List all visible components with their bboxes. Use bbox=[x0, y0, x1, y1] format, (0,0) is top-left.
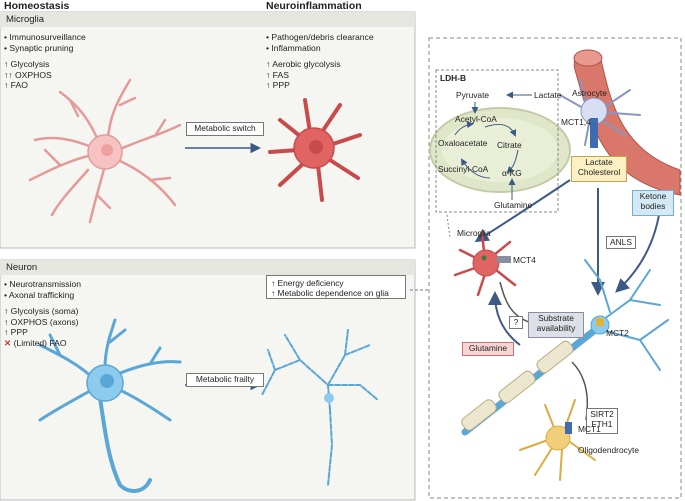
neuron-inflammation-box: ↑ Energy deficiency ↑ Metabolic dependen… bbox=[266, 275, 406, 299]
mct4-label: MCT4 bbox=[513, 255, 536, 265]
microglia-title: Microglia bbox=[0, 12, 415, 27]
frail-neuron-soma bbox=[324, 393, 334, 403]
akg-label: α-KG bbox=[502, 168, 522, 178]
vessel-opening bbox=[573, 49, 603, 67]
acetyl-coa-label: Acetyl-CoA bbox=[455, 114, 497, 124]
sirt2-fth1-box: SIRT2 FTH1 bbox=[586, 408, 618, 434]
pyruvate-label: Pyruvate bbox=[456, 90, 490, 100]
lactate-inset-label: Lactate bbox=[534, 90, 562, 100]
oligodendrocyte-soma bbox=[545, 425, 571, 451]
healthy-neuron-cell bbox=[38, 318, 182, 493]
question-box: ? bbox=[509, 316, 523, 329]
list-item: ↑ Metabolic dependence on glia bbox=[271, 288, 389, 298]
substrate-availability-box: Substrate availability bbox=[528, 312, 584, 338]
neuron-homeostasis-list: • Neurotransmission • Axonal trafficking… bbox=[4, 279, 81, 349]
resting-microglia-nucleus bbox=[101, 144, 113, 156]
active-microglia-cell bbox=[268, 98, 362, 202]
mechanism-panel-border bbox=[428, 37, 682, 499]
metabolic-switch-label: Metabolic switch bbox=[186, 122, 264, 136]
ldhb-inset-border bbox=[435, 69, 559, 213]
resting-microglia-cell bbox=[28, 78, 182, 224]
sirt2-text: SIRT2 bbox=[590, 409, 614, 419]
mct1-label: MCT1 bbox=[578, 424, 601, 434]
list-item: ↑ OXPHOS (axons) bbox=[4, 316, 79, 327]
fth1-text: FTH1 bbox=[591, 419, 613, 429]
availability-text: availability bbox=[536, 323, 576, 333]
list-item: ↑ PPP bbox=[266, 80, 290, 91]
healthy-neuron-nucleus bbox=[100, 374, 114, 388]
ldhb-label: LDH-B bbox=[440, 73, 467, 83]
glutamine-inset-label: Glutamine bbox=[494, 200, 533, 210]
anls-box: ANLS bbox=[606, 236, 636, 249]
mitochondrion bbox=[429, 107, 571, 193]
microglia-label: Microglia bbox=[457, 228, 491, 238]
neuroinflammation-header: Neuroinflammation bbox=[266, 0, 362, 12]
oligodendrocyte-label: Oligodendrocyte bbox=[578, 445, 639, 455]
myelin-sheaths bbox=[461, 340, 574, 431]
tca-arrows bbox=[454, 91, 532, 200]
succinyl-coa-label: Succinyl-CoA bbox=[438, 164, 489, 174]
citrate-label: Citrate bbox=[497, 140, 522, 150]
list-item: ↑ PPP bbox=[4, 327, 28, 338]
list-item: • Pathogen/debris clearance bbox=[266, 32, 374, 42]
list-item: ↑ Glycolysis (soma) bbox=[4, 306, 79, 317]
list-item: ↑ FAS bbox=[266, 69, 289, 80]
metabolic-frailty-label: Metabolic frailty bbox=[186, 373, 264, 387]
microglia-homeostasis-list: • Immunosurveillance • Synaptic pruning … bbox=[4, 32, 86, 91]
list-item: ↑↑ OXPHOS bbox=[4, 69, 52, 80]
list-item: ↑ Glycolysis bbox=[4, 59, 50, 70]
limited-fao-item: ✕ (Limited) FAO bbox=[4, 338, 81, 349]
mct4-channel bbox=[497, 256, 511, 263]
astrocyte-label: Astrocyte bbox=[572, 88, 607, 98]
astrocyte-mct-channel bbox=[590, 118, 598, 148]
ketone-bodies-box: Ketone bodies bbox=[632, 190, 674, 216]
cholesterol-text: Cholesterol bbox=[577, 167, 621, 177]
mct14-label: MCT1,4 bbox=[561, 117, 591, 127]
mct2-label: MCT2 bbox=[606, 328, 629, 338]
ketone-text: Ketone bbox=[639, 191, 667, 201]
microglia-organelle bbox=[481, 255, 487, 261]
list-item: ↑ Energy deficiency bbox=[271, 278, 344, 288]
microglia-inflammation-list: • Pathogen/debris clearance • Inflammati… bbox=[266, 32, 374, 91]
glutamine-box: Glutamine bbox=[462, 342, 514, 356]
mct1-channel bbox=[565, 422, 572, 434]
list-item: ↑ FAO bbox=[4, 80, 28, 91]
mechanism-microglia-soma bbox=[472, 249, 500, 277]
oxaloacetate-label: Oxaloacetate bbox=[438, 138, 488, 148]
limited-fao-label: (Limited) FAO bbox=[13, 337, 67, 348]
substrate-text: Substrate bbox=[538, 313, 574, 323]
lactate-text: Lactate bbox=[585, 157, 613, 167]
list-item: • Inflammation bbox=[266, 42, 321, 53]
cross-icon: ✕ bbox=[4, 337, 12, 348]
list-item: ↑ Aerobic glycolysis bbox=[266, 59, 341, 70]
list-item: • Neurotransmission bbox=[4, 279, 82, 289]
active-microglia-nucleus bbox=[309, 140, 323, 154]
list-item: • Immunosurveillance bbox=[4, 32, 86, 42]
inset-leader bbox=[446, 214, 451, 239]
list-item: • Axonal trafficking bbox=[4, 289, 75, 300]
list-item: • Synaptic pruning bbox=[4, 42, 74, 53]
lactate-cholesterol-box: Lactate Cholesterol bbox=[571, 156, 627, 182]
homeostasis-header: Homeostasis bbox=[4, 0, 70, 12]
neuron-title: Neuron bbox=[0, 260, 415, 275]
bodies-text: bodies bbox=[640, 201, 666, 211]
